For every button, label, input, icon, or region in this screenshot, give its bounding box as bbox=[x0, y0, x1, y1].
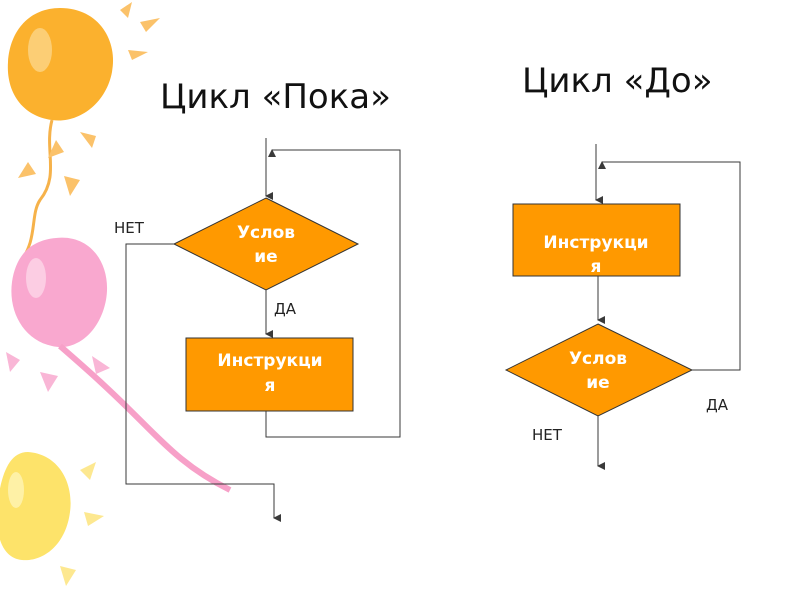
condition-text-line2: ие bbox=[254, 247, 277, 267]
no-label: НЕТ bbox=[114, 219, 145, 237]
instruction-box bbox=[185, 337, 354, 412]
loop-back-arrow bbox=[598, 161, 741, 371]
instruction-text-line2: я bbox=[591, 257, 602, 277]
while-loop-title: Цикл «Пока» bbox=[160, 77, 391, 117]
condition-text-line2: ие bbox=[586, 373, 609, 393]
yellow-balloon-icon bbox=[0, 452, 71, 561]
no-label: НЕТ bbox=[532, 426, 563, 444]
condition-diamond bbox=[504, 323, 694, 417]
exit-arrow bbox=[125, 243, 281, 522]
condition-text-line1: Услов bbox=[569, 349, 627, 369]
while-loop-diagram: Цикл «Пока» Услов ие ДА Инструкци я НЕТ bbox=[114, 77, 401, 522]
do-loop-title: Цикл «До» bbox=[522, 61, 713, 101]
yes-label: ДА bbox=[706, 396, 729, 414]
instruction-text-line2: я bbox=[265, 376, 276, 396]
loop-back-arrow bbox=[265, 149, 401, 438]
instruction-box bbox=[512, 203, 681, 277]
yes-label: ДА bbox=[274, 300, 297, 318]
orange-balloon-icon bbox=[7, 8, 114, 121]
do-until-loop-diagram: Цикл «До» Инструкци я Услов ие НЕТ ДА bbox=[504, 61, 741, 470]
condition-text-line1: Услов bbox=[237, 223, 295, 243]
instruction-text-line1: Инструкци bbox=[543, 233, 648, 253]
instruction-text-line1: Инструкци bbox=[217, 351, 322, 371]
balloon-decoration bbox=[0, 2, 232, 586]
pink-balloon-icon bbox=[11, 237, 108, 348]
condition-diamond bbox=[172, 197, 360, 291]
